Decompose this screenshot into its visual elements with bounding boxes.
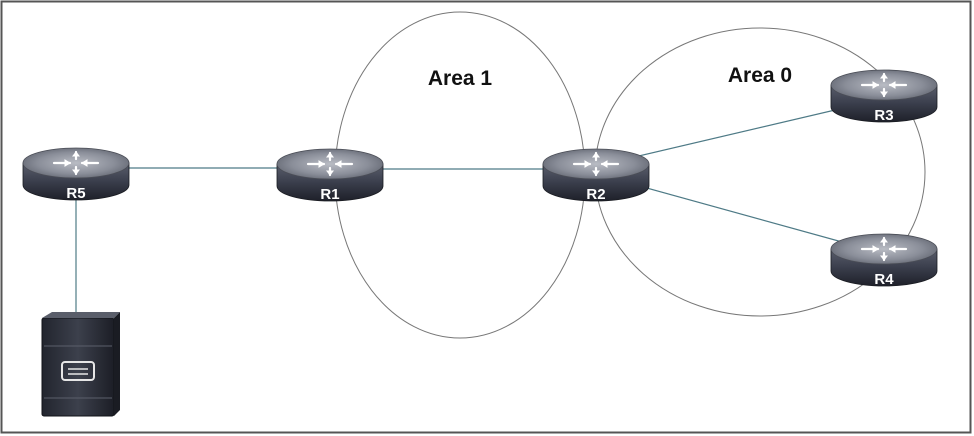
router-label: R3 [874,107,893,124]
router-r1[interactable]: R1 [275,147,385,203]
area-1-label: Area 1 [428,67,493,90]
router-label: R2 [586,186,605,203]
router-r4[interactable]: R4 [829,232,939,288]
router-r3[interactable]: R3 [829,68,939,124]
server-icon [41,312,120,417]
router-r5[interactable]: R5 [21,146,131,202]
server[interactable] [41,312,120,417]
router-label: R1 [320,186,339,203]
router-r2[interactable]: R2 [541,147,651,203]
area-0-label: Area 0 [728,64,792,87]
router-label: R4 [874,271,894,288]
router-label: R5 [66,185,85,202]
